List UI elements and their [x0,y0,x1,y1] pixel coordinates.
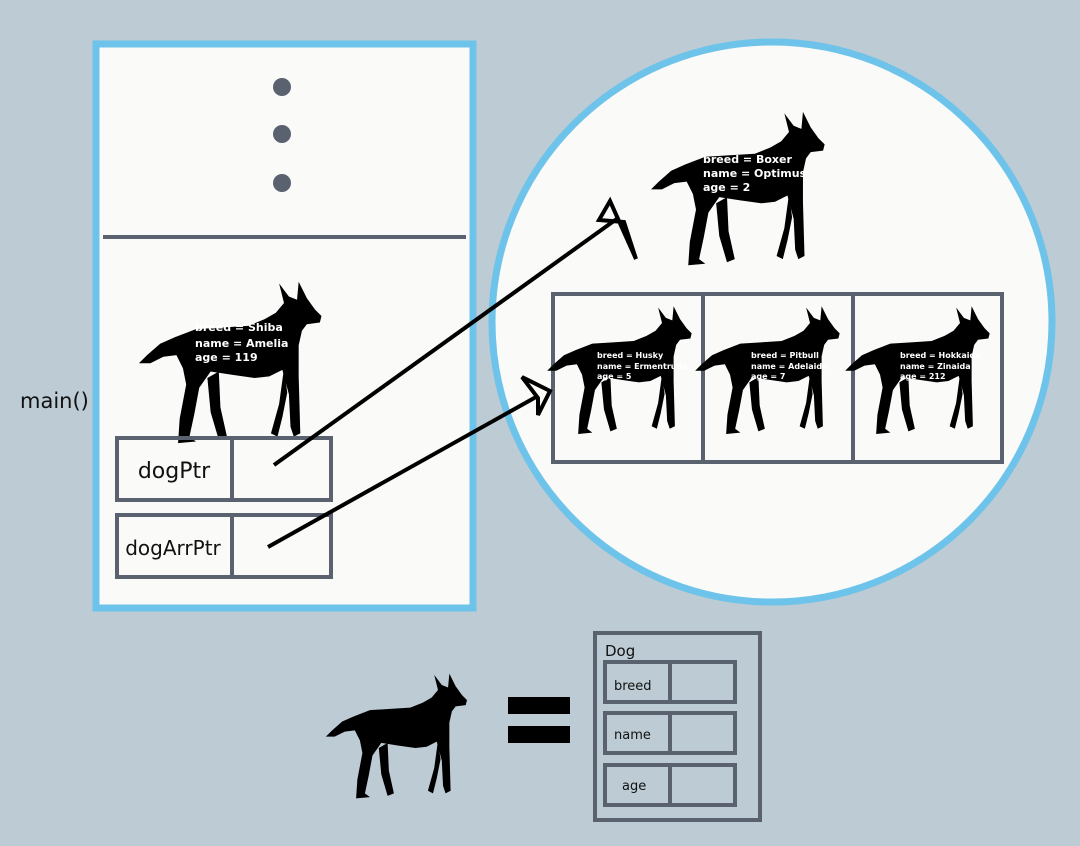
equals-sign-bottom [508,726,570,743]
field-label: breed [614,679,652,694]
local-dog-name: name = Amelia [195,337,288,350]
local-dog-breed: breed = Shiba [195,321,283,334]
pointer-dogptr: dogPtr [115,436,333,502]
svg-text:breed = Shiba name = Ameli: breed = Shiba name = Amelia age = 119 [195,321,292,364]
equals-sign-top [508,697,570,714]
array-dog-age: age = 5 [597,372,632,381]
array-dog-breed: breed = Pitbull [751,351,819,360]
array-dog-age: age = 7 [751,372,785,381]
field-label: name [614,728,651,743]
svg-text:breed = Boxer name = Optim: breed = Boxer name = Optimus age = 2 [703,153,810,194]
ellipsis-dot [273,78,291,96]
ellipsis-dot [273,174,291,192]
array-dog-breed: breed = Hokkaido [900,351,981,360]
struct-title: Dog [605,642,635,660]
svg-text:breed = Hokkaido name = Zi: breed = Hokkaido name = Zinaida age = 21… [900,351,984,381]
arrow-dogarrptr [267,375,553,549]
heap-dog-name: name = Optimus [703,167,807,180]
svg-text:breed = Pitbull name = Ade: breed = Pitbull name = Adelaide age = 7 [751,351,830,381]
heap-dog-age: age = 2 [703,181,750,194]
array-dog-breed: breed = Husky [597,351,664,360]
dog-legend-icon [325,673,467,799]
pointer-dogarrptr: dogArrPtr [115,513,333,579]
field-label: age [622,779,646,794]
heap-dog-breed: breed = Boxer [703,153,792,166]
dog-struct: Dog breed name age [593,631,762,822]
array-dog-name: name = Zinaida [900,362,971,371]
array-dog-age: age = 212 [900,372,946,381]
dog-array [551,292,1004,464]
frame-label: main() [20,389,89,413]
pointer-label: dogArrPtr [125,536,221,560]
svg-text:breed = Husky name = Ermen: breed = Husky name = Ermentrude age = 5 [597,351,690,381]
arrow-dogptr [272,196,638,467]
ellipsis-dot [273,125,291,143]
array-dog-name: name = Adelaide [751,362,828,371]
array-dog-name: name = Ermentrude [597,362,688,371]
pointer-label: dogPtr [138,459,211,484]
local-dog-age: age = 119 [195,351,258,364]
